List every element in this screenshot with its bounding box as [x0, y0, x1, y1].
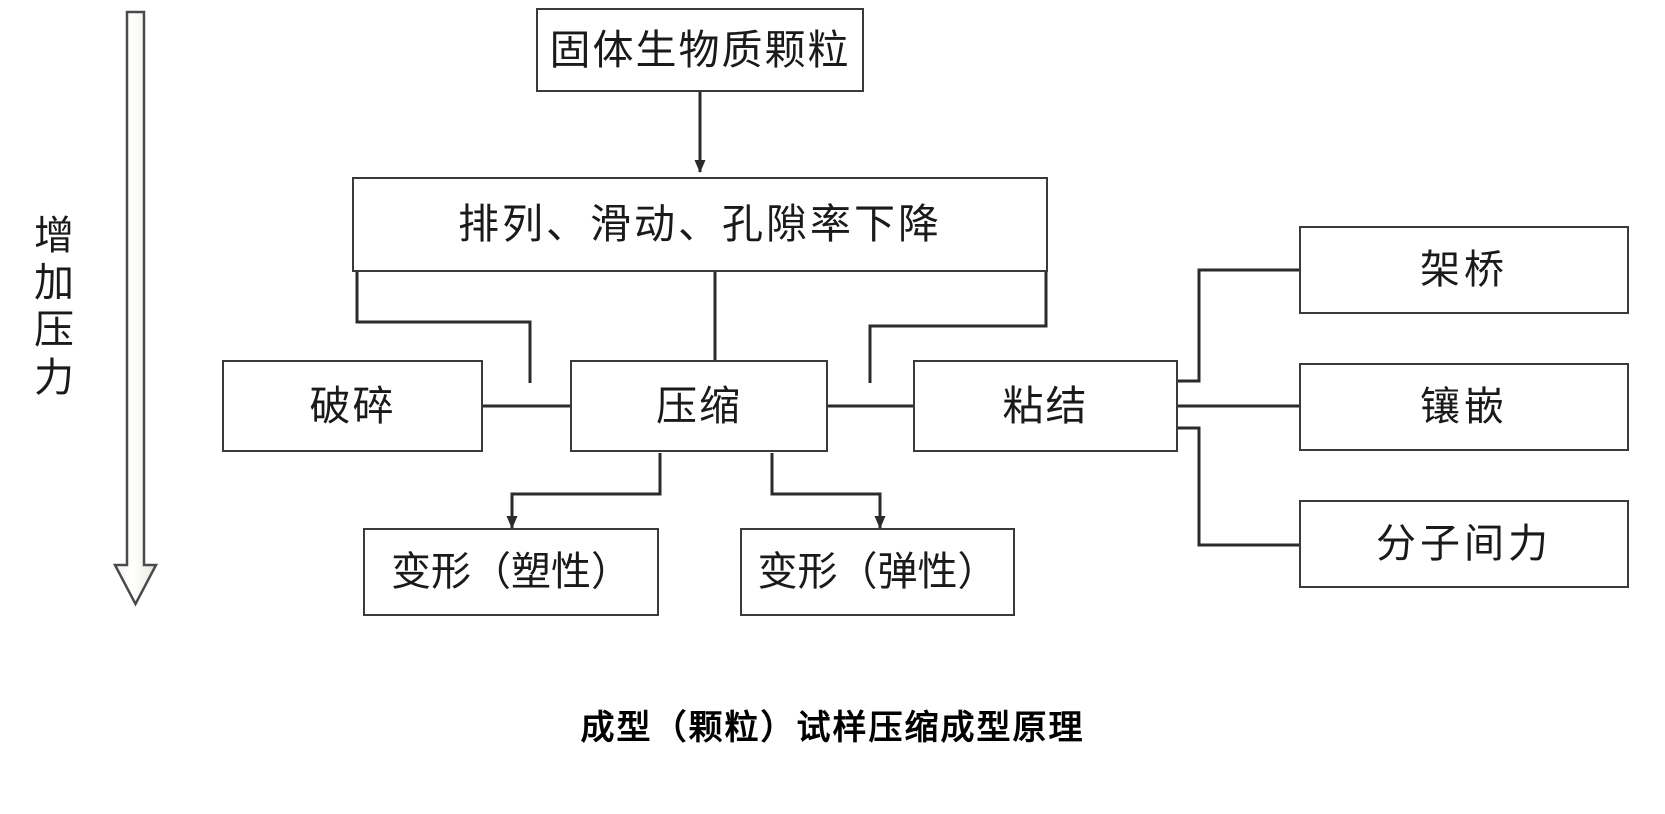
node-molecular-force[interactable]: 分子间力	[1299, 500, 1629, 588]
node-solid-biomass-particle[interactable]: 固体生物质颗粒	[536, 8, 864, 92]
pressure-char-1: 加	[34, 260, 74, 306]
node-bridging[interactable]: 架桥	[1299, 226, 1629, 314]
node-label: 粘结	[1002, 382, 1089, 429]
connector-compress-to-deform-plastic	[506, 453, 662, 529]
node-crushing[interactable]: 破碎	[222, 360, 483, 452]
pressure-block-arrow	[112, 10, 159, 607]
node-label: 固体生物质颗粒	[549, 26, 851, 73]
node-rearrangement[interactable]: 排列、滑动、孔隙率下降	[352, 177, 1048, 272]
node-compression[interactable]: 压缩	[570, 360, 828, 452]
connector-compress-to-deform-elastic	[770, 453, 886, 529]
node-label: 压缩	[656, 382, 742, 429]
node-label: 架桥	[1420, 247, 1508, 292]
node-deformation-elastic[interactable]: 变形（弹性）	[740, 528, 1015, 616]
pressure-char-2: 压	[34, 307, 74, 353]
node-label: 分子间力	[1376, 521, 1552, 566]
pressure-char-0: 增	[34, 213, 74, 258]
node-label: 镶嵌	[1420, 384, 1508, 429]
node-label: 变形（弹性）	[757, 549, 998, 594]
connector-bond-to-bridging	[1178, 264, 1376, 383]
node-label: 破碎	[309, 382, 396, 429]
node-label: 变形（塑性）	[391, 549, 631, 594]
pressure-axis-label: 增 加 压 力	[26, 212, 82, 401]
node-label: 排列、滑动、孔隙率下降	[458, 201, 942, 247]
node-bonding[interactable]: 粘结	[913, 360, 1178, 452]
pressure-char-3: 力	[34, 354, 74, 400]
node-deformation-plastic[interactable]: 变形（塑性）	[363, 528, 659, 616]
connector-bond-to-molecular-force	[1178, 426, 1376, 551]
node-embedding[interactable]: 镶嵌	[1299, 363, 1629, 451]
connector-rearrange-to-bond	[868, 272, 1048, 383]
connector-rearrange-to-crush	[355, 272, 532, 383]
figure-caption: 成型（颗粒）试样压缩成型原理	[580, 710, 1085, 747]
